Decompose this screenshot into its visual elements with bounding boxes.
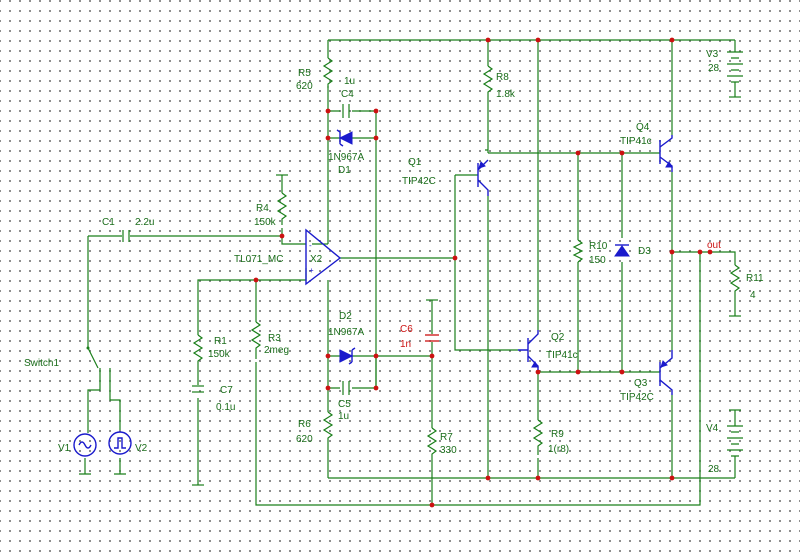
r5-value: 620 — [296, 81, 313, 92]
resistor-r7 — [426, 427, 438, 458]
d3-ref: D3 — [638, 246, 651, 257]
q1-ref: Q1 — [408, 157, 422, 168]
c5-ref: C5 — [338, 399, 351, 410]
r11-value: 4 — [750, 290, 756, 301]
transistor-q3 — [659, 350, 673, 395]
svg-text:-: - — [309, 241, 312, 250]
d1-value: 1N967A — [328, 152, 364, 163]
resistors — [192, 57, 741, 458]
r3-ref: R3 — [268, 333, 281, 344]
switch1-ref: Switch1 — [24, 358, 59, 369]
source-v1 — [73, 433, 97, 457]
r8-value: 1.8k — [496, 89, 516, 100]
resistor-r10 — [572, 239, 584, 263]
capacitor-c4 — [342, 104, 350, 118]
capacitor-c7 — [192, 385, 204, 393]
r11-ref: R11 — [746, 273, 764, 284]
svg-text:+: + — [309, 266, 314, 275]
batteries — [727, 51, 743, 460]
capacitor-c6 — [425, 334, 439, 342]
v4-ref: V4 — [706, 423, 719, 434]
battery-v3 — [727, 51, 743, 98]
zener-diode-d1 — [336, 129, 353, 147]
r4-value: 150k — [254, 217, 277, 228]
r7-value: 330 — [440, 445, 457, 456]
c4-value: 1u — [344, 76, 355, 87]
c6-ref: C6 — [400, 324, 413, 335]
labels: R5 620 1u C4 1N967A D1 R8 1.8k V3 28 Q4 … — [24, 49, 764, 475]
r8-ref: R8 — [496, 72, 509, 83]
q4-ref: Q4 — [636, 122, 650, 133]
opamp-x2: - + — [305, 228, 342, 286]
switch1 — [86, 346, 99, 369]
r6-ref: R6 — [298, 419, 311, 430]
resistor-r11 — [729, 264, 741, 300]
resistor-r3 — [250, 321, 262, 359]
capacitor-c1 — [122, 230, 130, 242]
r9-value: 1(r8) — [548, 444, 569, 455]
r10-value: 150 — [589, 255, 606, 266]
d2-ref: D2 — [339, 311, 352, 322]
transistors — [477, 135, 673, 395]
q2-value: TIP41c — [546, 350, 578, 361]
resistor-r9 — [532, 419, 544, 455]
v4-value: 28 — [708, 464, 720, 475]
c7-ref: C7 — [220, 385, 233, 396]
r4-ref: R4 — [256, 203, 269, 214]
x2-ref: X2 — [310, 254, 323, 265]
v1-ref: V1 — [58, 443, 71, 454]
d2-value: 1N967A — [328, 327, 364, 338]
source-v2 — [108, 431, 132, 455]
r3-value: 2meg — [264, 345, 289, 356]
diode-d3 — [614, 244, 630, 257]
grounds — [79, 174, 741, 486]
r9-ref: R9 — [551, 429, 564, 440]
resistor-r6 — [322, 411, 334, 445]
transistor-q2 — [518, 330, 539, 370]
v2-ref: V2 — [135, 443, 148, 454]
battery-v4 — [727, 409, 743, 460]
junctions — [253, 37, 713, 508]
c1-ref: C1 — [102, 217, 115, 228]
v3-value: 28 — [708, 63, 720, 74]
r1-ref: R1 — [214, 336, 227, 347]
q3-ref: Q3 — [634, 378, 648, 389]
r6-value: 620 — [296, 434, 313, 445]
wires — [84, 39, 736, 506]
resistor-r5 — [322, 57, 334, 88]
r1-value: 150k — [208, 349, 231, 360]
d1-ref: D1 — [338, 165, 351, 176]
r7-ref: R7 — [440, 432, 453, 443]
c6-value: 1n — [400, 339, 411, 350]
transistor-q4 — [659, 135, 673, 172]
resistor-r4 — [276, 192, 288, 225]
zener-diode-d2 — [339, 347, 356, 365]
r10-ref: R10 — [589, 241, 608, 252]
c7-value: 0.1u — [216, 402, 235, 413]
c1-value: 2.2u — [135, 217, 154, 228]
q1-value: TIP42C — [402, 176, 436, 187]
q4-value: TIP41c — [620, 136, 652, 147]
c4-ref: C4 — [341, 89, 354, 100]
out-label: out — [707, 240, 721, 251]
capacitor-c5 — [342, 381, 350, 395]
x2-value: TL071_MC — [234, 254, 283, 265]
transistor-q1 — [477, 159, 489, 196]
r5-ref: R5 — [298, 68, 311, 79]
resistor-r8 — [482, 65, 494, 96]
q2-ref: Q2 — [551, 332, 565, 343]
resistor-r1 — [192, 334, 204, 362]
v3-ref: V3 — [706, 49, 719, 60]
diodes — [336, 129, 630, 365]
capacitors — [122, 104, 439, 395]
c5-value: 1u — [338, 411, 349, 422]
q3-value: TIP42C — [620, 392, 654, 403]
